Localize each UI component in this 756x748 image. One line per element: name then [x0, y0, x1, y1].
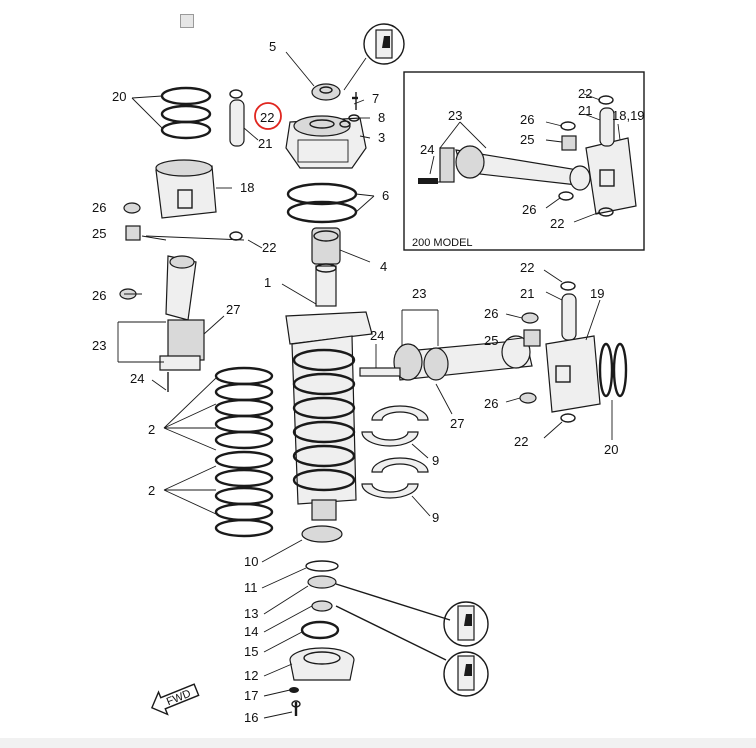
part-label-11: 11	[244, 580, 258, 595]
part-label-9-b: 9	[432, 510, 439, 525]
part-label-24-right: 24	[370, 328, 384, 343]
part-label-18-left: 18	[240, 180, 254, 195]
right-conrod-group	[359, 309, 541, 415]
part-label-27-right: 27	[450, 416, 464, 431]
part-label-23-inset: 23	[448, 108, 462, 123]
part-label-24-inset: 24	[420, 142, 434, 157]
part-label-25-right: 25	[484, 333, 498, 348]
part-label-21-right: 21	[520, 286, 534, 301]
upper-housing-assembly	[285, 23, 405, 265]
part-label-1: 1	[264, 275, 271, 290]
part-label-16: 16	[244, 710, 258, 725]
part-label-5: 5	[269, 39, 276, 54]
part-label-25-inset: 25	[520, 132, 534, 147]
part-label-22-highlighted: 22	[260, 110, 274, 125]
part-label-21-inset: 21	[578, 103, 592, 118]
part-label-20-left: 20	[112, 89, 126, 104]
part-label-26-a: 26	[92, 200, 106, 215]
part-label-10: 10	[244, 554, 258, 569]
part-label-25-a: 25	[92, 226, 106, 241]
part-label-26-right-bottom: 26	[484, 396, 498, 411]
inset-200-model: 200 MODEL	[403, 71, 645, 251]
part-label-15: 15	[244, 644, 258, 659]
part-labels: 5 7 8 3 6 4 20 22 21 18 26 25 22 26 27 2…	[92, 39, 645, 725]
part-label-26-inset-top: 26	[520, 112, 534, 127]
part-label-9-a: 9	[432, 453, 439, 468]
part-label-26-inset-bottom: 26	[522, 202, 536, 217]
part-label-8: 8	[378, 110, 385, 125]
part-label-27-a: 27	[226, 302, 240, 317]
part-label-13: 13	[244, 606, 258, 621]
part-label-22-right-top: 22	[520, 260, 534, 275]
bottom-scroll-strip	[0, 738, 756, 748]
left-conrod-group	[117, 202, 263, 392]
part-label-7: 7	[372, 91, 379, 106]
part-label-26-right-top: 26	[484, 306, 498, 321]
left-piston-group	[131, 86, 282, 219]
part-label-18-19-inset: 18,19	[612, 108, 645, 123]
part-label-12: 12	[244, 668, 258, 683]
part-label-23-right: 23	[412, 286, 426, 301]
part-label-20-right: 20	[604, 442, 618, 457]
part-label-22-inset-top: 22	[578, 86, 592, 101]
part-label-26-b: 26	[92, 288, 106, 303]
crankshaft	[281, 263, 373, 521]
part-label-22-b: 22	[262, 240, 276, 255]
fwd-label: FWD	[165, 688, 193, 709]
part-label-4: 4	[380, 259, 387, 274]
fwd-arrow: FWD	[150, 683, 200, 716]
part-label-6: 6	[382, 188, 389, 203]
part-label-2-a: 2	[148, 422, 155, 437]
part-label-22-right-bottom: 22	[514, 434, 528, 449]
part-label-17: 17	[244, 688, 258, 703]
lower-housing-assembly	[261, 525, 489, 719]
inset-title: 200 MODEL	[412, 237, 473, 249]
part-label-14: 14	[244, 624, 258, 639]
part-label-3: 3	[378, 130, 385, 145]
corner-checkbox-marker	[180, 14, 194, 28]
part-label-2-b: 2	[148, 483, 155, 498]
part-label-21-left: 21	[258, 136, 272, 151]
part-label-24-a: 24	[130, 371, 144, 386]
part-label-19-right: 19	[590, 286, 604, 301]
part-label-23-a: 23	[92, 338, 106, 353]
main-bearings	[361, 405, 431, 517]
piston-rings	[163, 366, 274, 538]
highlight-circle	[254, 102, 282, 130]
right-piston-group	[543, 269, 628, 440]
part-label-22-inset-bottom: 22	[550, 216, 564, 231]
